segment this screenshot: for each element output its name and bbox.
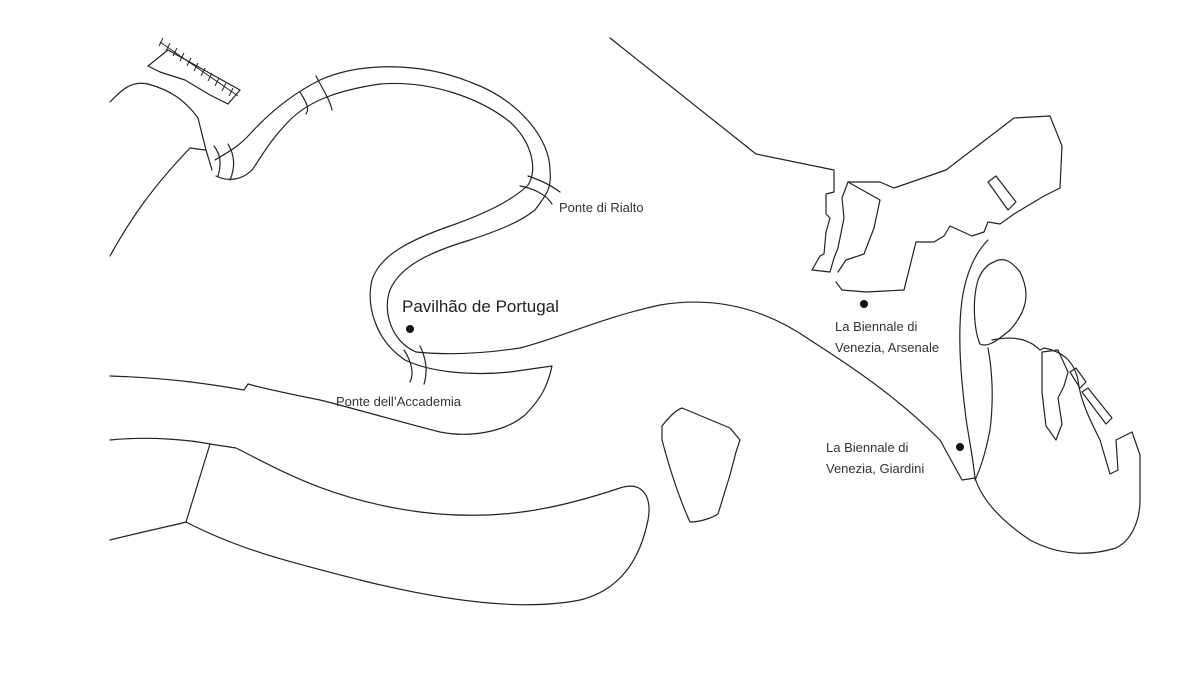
bridge-rialto bbox=[519, 175, 561, 205]
arsenale-outline bbox=[609, 37, 1063, 293]
arsenale-dock bbox=[987, 175, 1017, 211]
bridge-upper bbox=[299, 75, 333, 115]
label-biennale-giardini-line2: Venezia, Giardini bbox=[826, 461, 925, 476]
giudecca-divider bbox=[185, 443, 211, 523]
grand-canal-inner-bank bbox=[215, 82, 534, 361]
label-biennale-arsenale: La Biennale di Venezia, Arsenale bbox=[835, 316, 939, 358]
grand-canal-outer-bank bbox=[214, 66, 551, 353]
bridge-scalzi bbox=[213, 143, 235, 181]
label-pavilhao-de-portugal: Pavilhão de Portugal bbox=[402, 297, 559, 316]
east-district-island bbox=[973, 259, 1027, 346]
east-dock-small-1 bbox=[1069, 367, 1087, 389]
label-biennale-arsenale-line2: Venezia, Arsenale bbox=[835, 340, 940, 355]
railway-ties bbox=[158, 37, 234, 97]
label-biennale-giardini-line1: La Biennale di bbox=[826, 440, 909, 455]
east-district-outer bbox=[959, 239, 1141, 554]
east-canal-bank bbox=[974, 347, 993, 481]
label-biennale-arsenale-line1: La Biennale di bbox=[835, 319, 918, 334]
giudecca-island bbox=[109, 437, 650, 606]
railway-land-edge bbox=[147, 49, 241, 105]
giardini-marker bbox=[956, 443, 964, 451]
label-ponte-di-rialto: Ponte di Rialto bbox=[559, 200, 644, 215]
railway-track bbox=[159, 41, 239, 97]
san-giorgio-island bbox=[661, 407, 741, 523]
grand-canal-north-bank-east bbox=[415, 301, 976, 481]
canal-north-bank-left bbox=[109, 82, 213, 171]
east-dock-small-2 bbox=[1081, 387, 1113, 425]
grand-canal-south-bank bbox=[109, 359, 553, 435]
arsenale-marker bbox=[860, 300, 868, 308]
label-ponte-dell-accademia: Ponte dell’Accademia bbox=[336, 394, 462, 409]
label-biennale-giardini: La Biennale di Venezia, Giardini bbox=[826, 437, 924, 479]
canal-south-bank-left bbox=[109, 147, 206, 257]
east-dock-long bbox=[1041, 349, 1069, 441]
bridge-accademia bbox=[403, 345, 427, 385]
portugal-pavilion-marker bbox=[406, 325, 414, 333]
arsenale-inner bbox=[837, 181, 881, 273]
